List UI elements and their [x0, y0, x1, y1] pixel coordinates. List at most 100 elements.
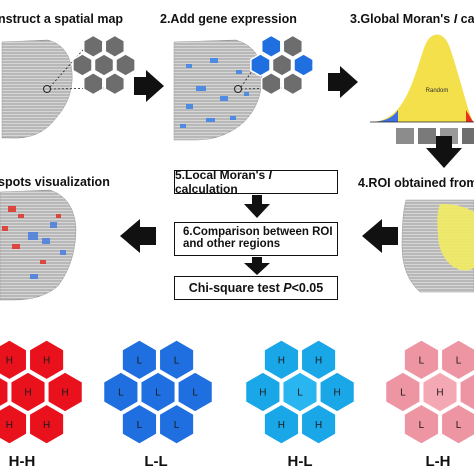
- hex-outer: [263, 338, 300, 381]
- hex-center: [93, 53, 115, 77]
- gene-expression-spots: [180, 58, 249, 128]
- hex-outer: [250, 53, 271, 77]
- hex-outer: [104, 34, 126, 59]
- hex-outer-letter: H: [278, 420, 285, 431]
- hex-outer: [115, 53, 136, 77]
- category-label-lh: L-H: [425, 453, 451, 470]
- step5-box: 5.Local Moran's I calculation: [174, 168, 338, 196]
- hex-center-letter: H: [436, 388, 443, 399]
- hex-outer: [47, 371, 84, 413]
- hex-outer-letter: L: [137, 420, 143, 431]
- hex-outer-letter: H: [62, 388, 69, 399]
- hex-outer-letter: L: [174, 355, 180, 366]
- hex-outer: [0, 376, 9, 408]
- hex-outer-letter: L: [118, 388, 124, 399]
- step1-title: nstruct a spatial map: [0, 12, 124, 26]
- tissue-section-1: [1, 39, 73, 139]
- tissue-section-2: [173, 39, 263, 141]
- category-label-ll: L-L: [144, 453, 168, 470]
- hex-center: [9, 371, 47, 413]
- hotspot-markers-red: [2, 206, 61, 264]
- hex-center: [421, 371, 459, 413]
- hex-outer-letter: L: [419, 420, 425, 431]
- hex-cluster-expression: [250, 34, 314, 96]
- step2-title: 2.Add gene expression: [160, 12, 297, 26]
- hex-outer: [384, 371, 421, 413]
- hex-outer: [459, 372, 474, 412]
- hex-outer-letter: H: [6, 420, 13, 431]
- category-label-hl: H-L: [287, 453, 313, 470]
- step6-line2: and other regions: [183, 238, 281, 250]
- arrow-step6-to-hotspots: [120, 219, 156, 253]
- hex-center: [139, 371, 177, 413]
- hex-outer: [28, 403, 65, 446]
- hex-outer-letter: L: [174, 420, 180, 431]
- hex-outer-letter: H: [334, 388, 341, 399]
- arrow-roi-to-step6: [362, 219, 398, 253]
- morans-i-distribution: Random: [370, 34, 474, 144]
- hex-outer: [403, 403, 440, 446]
- hex-center-letter: L: [297, 388, 303, 399]
- hotspot-markers-blue: [28, 222, 66, 279]
- hex-center: [281, 371, 319, 413]
- hex-outer: [403, 338, 440, 381]
- hex-outer: [82, 71, 104, 96]
- arrow-step2-to-3: [328, 66, 358, 98]
- hex-outer: [102, 371, 139, 413]
- curve-label-random: Random: [426, 88, 449, 94]
- hex-outer: [72, 53, 93, 77]
- hex-outer: [260, 34, 282, 59]
- hex-outer: [282, 71, 304, 96]
- hex-outer: [104, 71, 126, 96]
- hex-outer-letter: H: [315, 420, 322, 431]
- step6-line1: 6.Comparison between ROI: [183, 226, 333, 238]
- hex-outer-letter: L: [456, 420, 462, 431]
- hex-cluster-ll: L L L L L L L: [102, 338, 214, 446]
- hex-outer-letter: L: [456, 355, 462, 366]
- category-label-hh: H-H: [8, 453, 36, 470]
- hex-outer-letter: L: [400, 388, 406, 399]
- hex-outer: [121, 403, 158, 446]
- hex-outer: [300, 403, 337, 446]
- hex-outer: [319, 371, 356, 413]
- hex-outer: [244, 371, 281, 413]
- hex-outer: [440, 403, 474, 446]
- hex-outer-letter: L: [137, 355, 143, 366]
- step7-text: Chi-square test P<0.05: [188, 281, 324, 295]
- hex-center: [271, 53, 293, 77]
- hex-outer-letter: H: [6, 355, 13, 366]
- arrow-step3-to-4: [426, 136, 462, 168]
- hex-outer-letter: H: [278, 355, 285, 366]
- hex-outer-letter: H: [315, 355, 322, 366]
- hex-outer-letter: L: [419, 355, 425, 366]
- hex-outer: [260, 71, 282, 96]
- hex-center-letter: L: [155, 388, 161, 399]
- hex-outer: [121, 338, 158, 381]
- hex-outer-letter: H: [43, 420, 50, 431]
- hex-outer: [158, 403, 195, 446]
- hex-outer: [300, 338, 337, 381]
- roi-highlight: [437, 204, 474, 271]
- hex-outer-letter: H: [43, 355, 50, 366]
- arrow-step5-to-6: [244, 195, 270, 218]
- hex-outer: [0, 338, 28, 381]
- hex-outer-letter: H: [259, 388, 266, 399]
- hex-outer: [82, 34, 104, 59]
- hex-outer: [0, 403, 28, 446]
- arrow-step6-to-7: [244, 257, 270, 275]
- arrow-step1-to-2: [134, 70, 164, 102]
- hex-outer-letter: L: [192, 388, 198, 399]
- step4-title: 4.ROI obtained from S: [358, 176, 474, 190]
- hex-center-letter: H: [24, 388, 31, 399]
- step5-text: 5.Local Moran's I calculation: [175, 168, 272, 196]
- hex-cluster-gray: [72, 34, 136, 96]
- hex-outer: [293, 53, 314, 77]
- hex-outer: [158, 338, 195, 381]
- hex-outer: [28, 338, 65, 381]
- step6-box: 6.Comparison between ROI and other regio…: [174, 222, 338, 256]
- step7-box: Chi-square test P<0.05: [174, 276, 338, 300]
